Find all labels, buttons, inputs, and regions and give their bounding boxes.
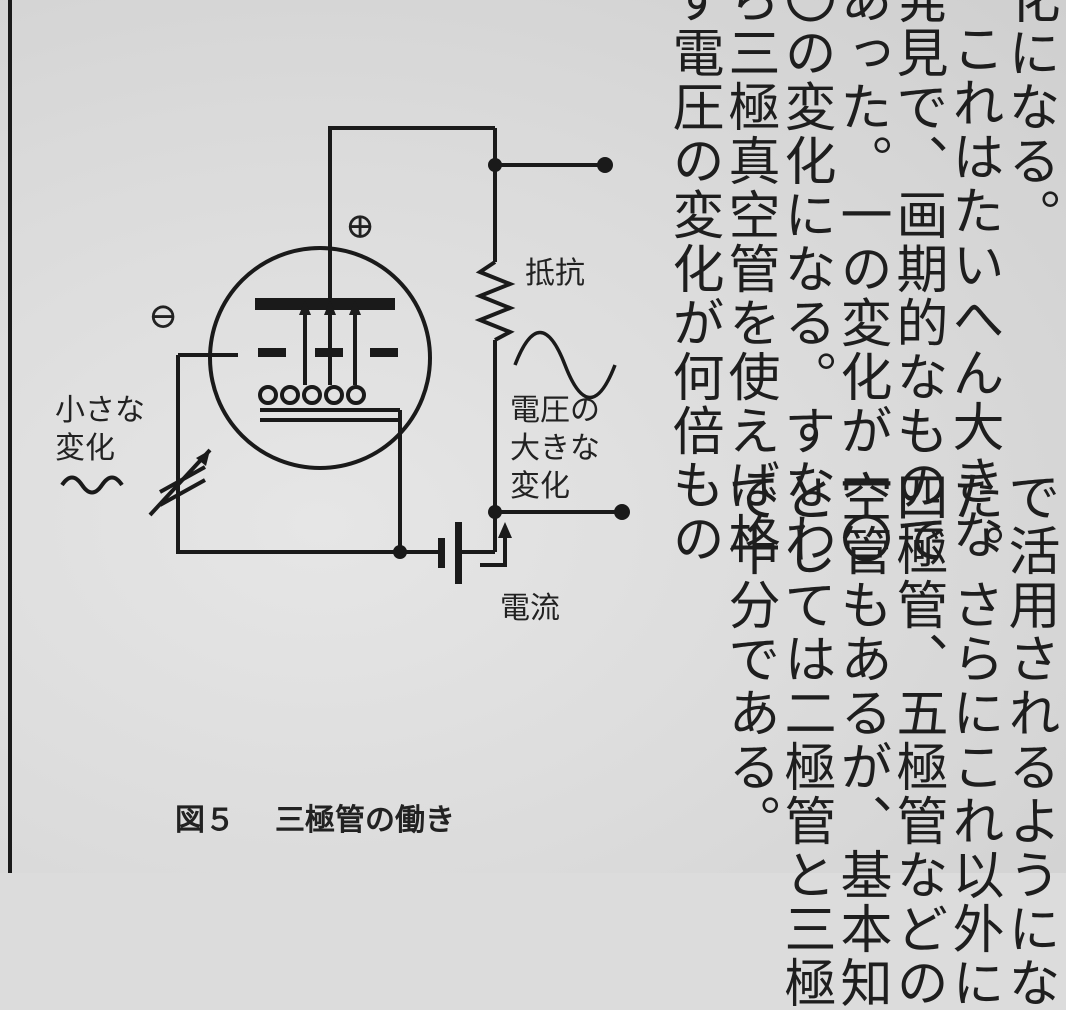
text-column: す電圧の変化が何倍もの — [663, 0, 723, 566]
grid-return-wire — [176, 355, 400, 554]
figure-number: 図５ — [175, 803, 235, 838]
text-column: 〇の変化になる。すなわ — [775, 0, 835, 566]
plus-label: ⊕ — [345, 206, 376, 247]
plate — [255, 298, 395, 310]
junction-battery — [488, 505, 502, 519]
plate-wire — [328, 126, 495, 298]
variable-input-line-a — [159, 478, 206, 507]
text-column: 空管もあるが、基本知 — [831, 470, 891, 1010]
minus-label: ⊖ — [148, 296, 179, 337]
battery-plate-short — [438, 538, 445, 568]
text-column: 四極管、五極管などの — [887, 470, 947, 1010]
large-wave — [513, 331, 617, 399]
small-change-label-1: 小さな — [55, 393, 145, 428]
large-change-label-2: 大きな — [510, 431, 600, 466]
left-border-rule — [8, 0, 12, 873]
text-column: としては二極管と三極 — [775, 470, 835, 1010]
figure-title: 三極管の働き — [275, 803, 455, 838]
text-column: 化になる。 — [999, 0, 1059, 242]
figure-caption: 図５ 三極管の働き — [175, 795, 455, 839]
text-column: これはたいへん大きな — [943, 22, 1003, 562]
resistor-label: 抵抗 — [525, 256, 585, 291]
large-change-label-3: 変化 — [510, 469, 570, 504]
terminal-top — [597, 157, 613, 173]
large-change-label-1: 電圧の — [510, 393, 600, 428]
current-arrow — [480, 532, 507, 567]
triode-circuit-diagram — [60, 126, 630, 584]
junction-return — [393, 545, 407, 559]
resistor — [474, 260, 516, 342]
small-wave — [60, 475, 124, 495]
text-column: で活用されるようにな — [999, 470, 1059, 1010]
text-column: た。さらにこれ以外に — [943, 470, 1003, 1010]
small-change-label-2: 変化 — [55, 431, 115, 466]
text-column: ら三極真空管を使えば格 — [719, 0, 779, 566]
terminal-bottom — [614, 504, 630, 520]
current-label: 電流 — [500, 591, 560, 626]
text-column: あった。一の変化が一〇 — [831, 0, 891, 566]
junction-resistor — [488, 158, 502, 172]
battery-plate-long — [455, 522, 462, 584]
text-column: で十分である。 — [719, 470, 779, 848]
tube-envelope — [208, 246, 432, 470]
text-column: 発見で、画期的なもので — [887, 0, 947, 566]
